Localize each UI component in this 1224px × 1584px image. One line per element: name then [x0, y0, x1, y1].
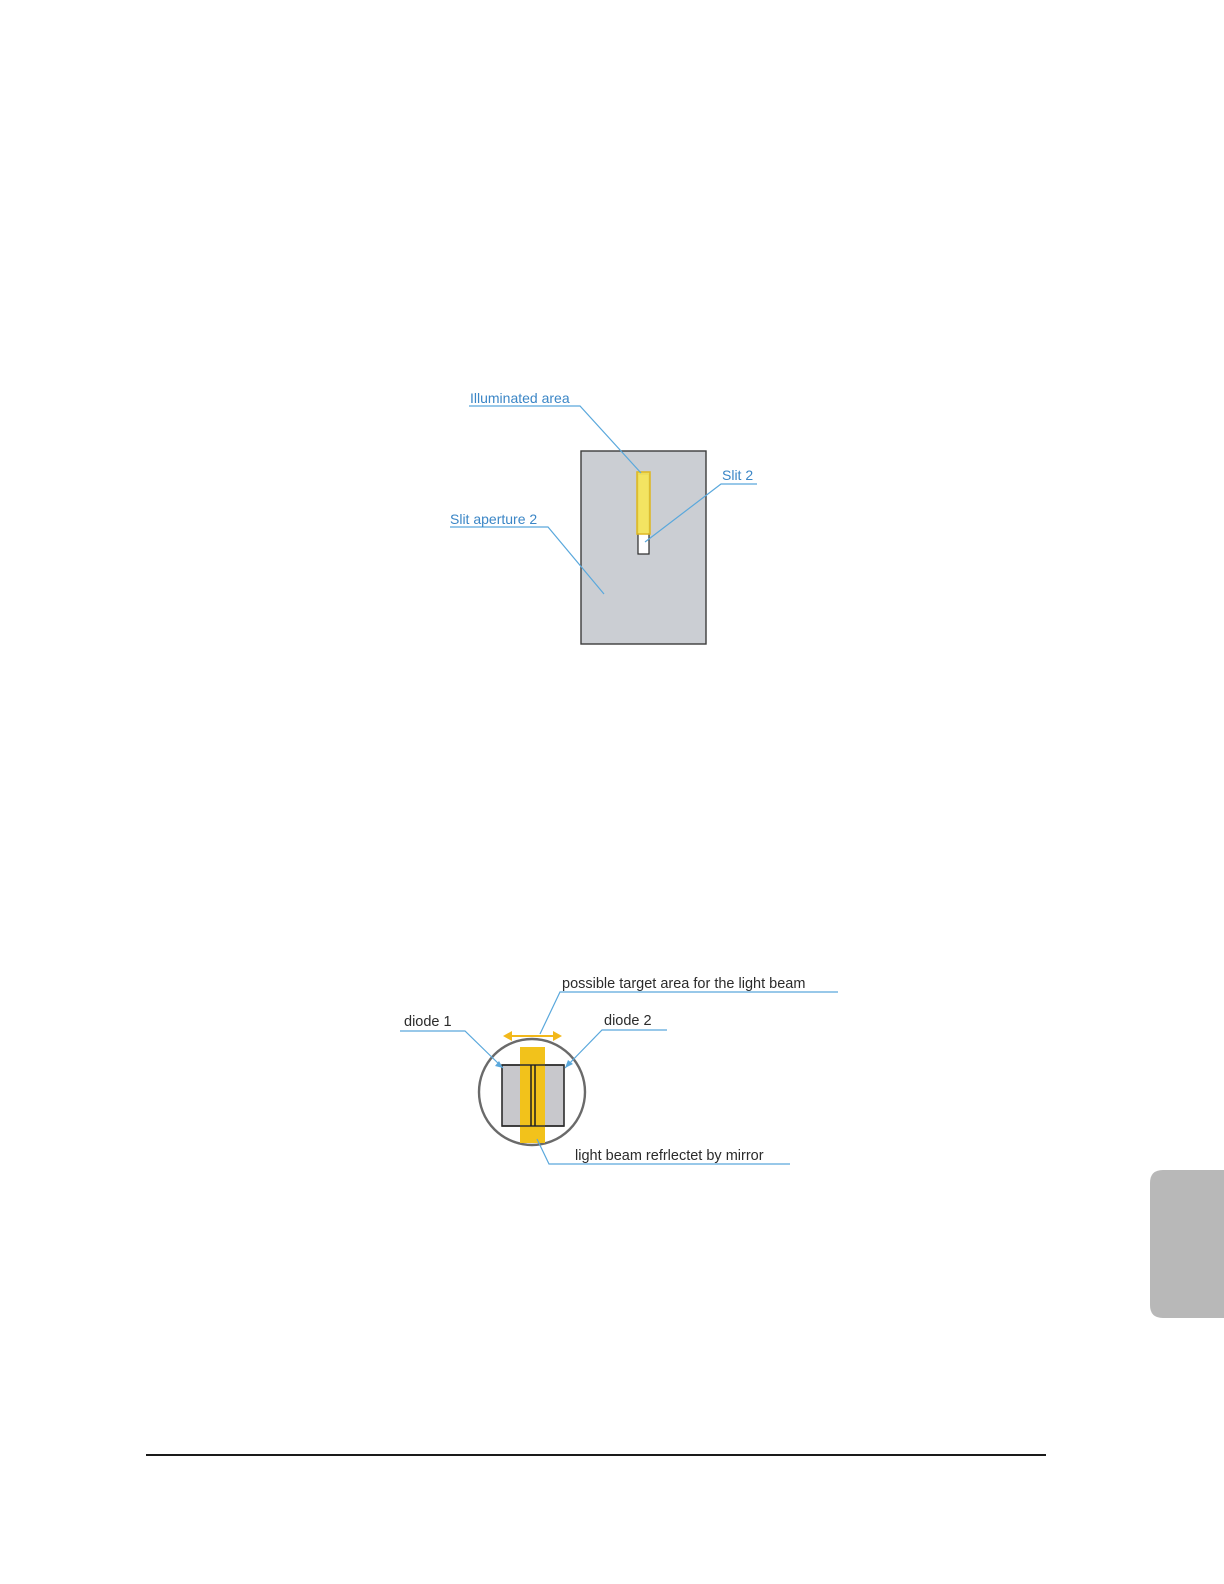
illuminated-area-label: Illuminated area [470, 390, 570, 406]
slit-aperture-2-label: Slit aperture 2 [450, 511, 537, 527]
diode-2-leader [565, 1030, 667, 1068]
possible-target-area-label: possible target area for the light beam [562, 976, 805, 992]
light-beam-label: light beam refrlectet by mirror [575, 1148, 764, 1164]
diode-1-label: diode 1 [404, 1014, 452, 1030]
target-range-arrowhead-right [553, 1031, 562, 1041]
slit-2-label: Slit 2 [722, 467, 753, 483]
target-area-leader [540, 992, 838, 1034]
light-beam [520, 1047, 545, 1143]
slit-aperture-diagram: Illuminated area Slit 2 Slit aperture 2 [450, 390, 757, 644]
section-side-tab [1150, 1170, 1224, 1318]
diode-2-label: diode 2 [604, 1013, 652, 1029]
photodiode-target-diagram: possible target area for the light beam … [400, 976, 838, 1164]
illuminated-area [637, 472, 650, 534]
target-range-arrowhead-left [503, 1031, 512, 1041]
